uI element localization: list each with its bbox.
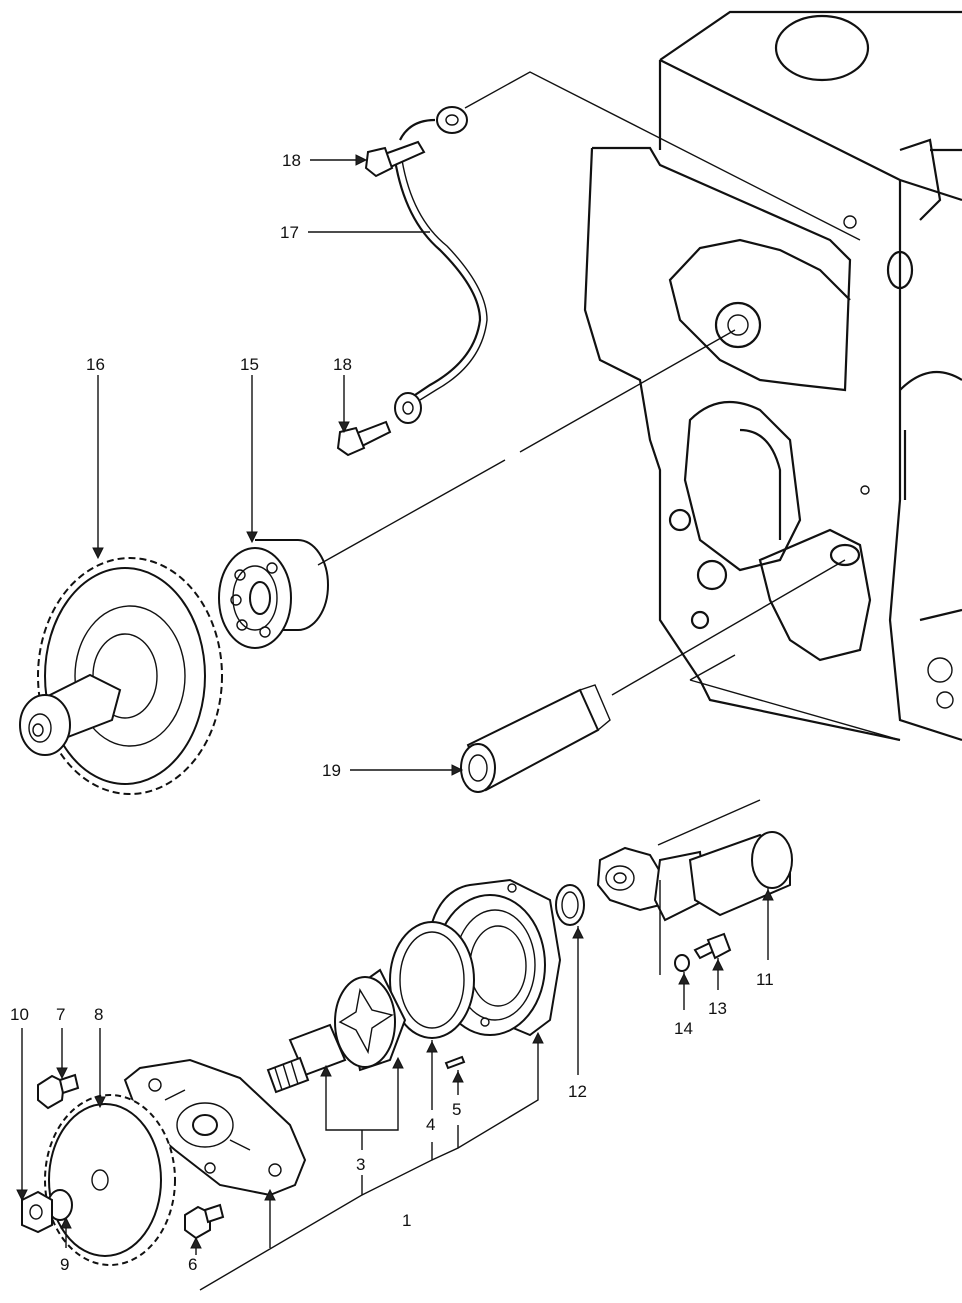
callout-19: 19 — [322, 761, 341, 780]
banjo-bolt-upper — [364, 140, 426, 178]
strainer-leader — [657, 799, 761, 846]
strainer-screw — [693, 932, 732, 960]
o-ring — [555, 884, 585, 926]
pump-gasket — [389, 921, 475, 1039]
cover-bolt-lower — [184, 1203, 225, 1240]
callout-8: 8 — [94, 1005, 103, 1024]
cover-bolt-upper — [37, 1073, 80, 1110]
engine-block — [583, 10, 962, 742]
callout-12: 12 — [568, 1082, 587, 1101]
callout-18-upper: 18 — [282, 151, 301, 170]
callout-10: 10 — [10, 1005, 29, 1024]
callout-9: 9 — [60, 1255, 69, 1274]
oil-line — [393, 106, 488, 424]
rotor-shaft — [266, 1023, 347, 1094]
callout-7: 7 — [56, 1005, 65, 1024]
tube-leader-2 — [689, 654, 901, 741]
tube-leader — [611, 559, 846, 696]
threaded-tube — [460, 684, 611, 793]
gear-nut — [21, 1190, 53, 1234]
callout-17: 17 — [280, 223, 299, 242]
dowel-pin — [444, 1055, 466, 1070]
callout-3: 3 — [356, 1155, 365, 1174]
callout-18-lower: 18 — [333, 355, 352, 374]
leader-arrows — [16, 154, 774, 1249]
callout-6: 6 — [188, 1255, 197, 1274]
banjo-bolt-lower — [336, 420, 392, 457]
drive-gear — [44, 1094, 176, 1266]
oil-strainer — [596, 831, 793, 922]
callout-16: 16 — [86, 355, 105, 374]
callout-1: 1 — [402, 1211, 411, 1230]
bearing-leader — [317, 329, 736, 566]
callout-11: 11 — [756, 970, 774, 989]
callout-4: 4 — [426, 1115, 435, 1134]
callout-15: 15 — [240, 355, 259, 374]
oil-line-leader — [464, 71, 861, 241]
lock-washer — [674, 954, 690, 972]
callout-13: 13 — [708, 999, 727, 1018]
camshaft-gear — [19, 557, 223, 795]
leader-lines — [21, 159, 769, 1291]
ball-bearing — [218, 539, 329, 649]
callout-14: 14 — [674, 1019, 693, 1038]
callout-5: 5 — [452, 1100, 461, 1119]
pump-rotor — [334, 968, 407, 1072]
